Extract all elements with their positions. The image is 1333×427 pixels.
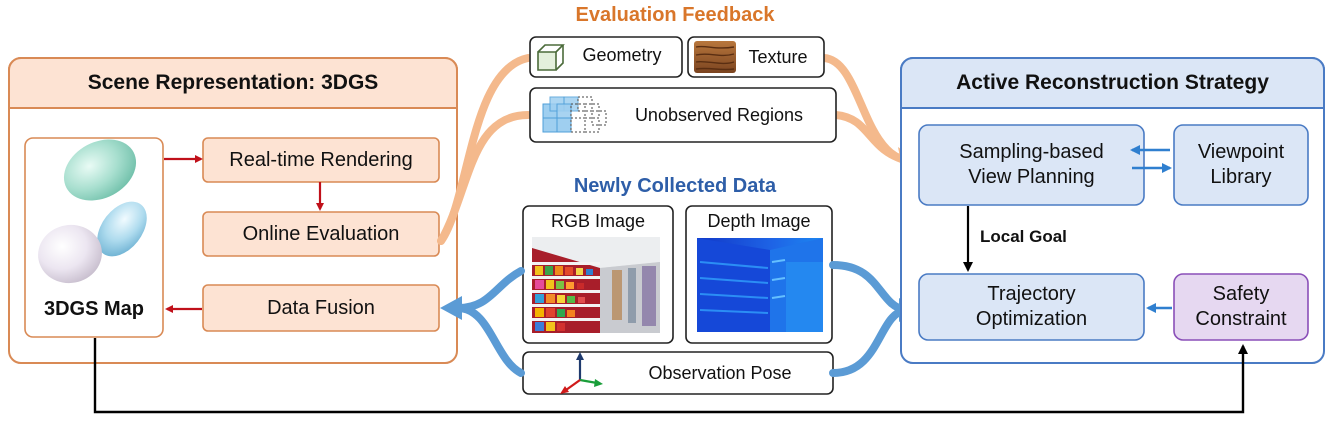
data-fusion-label: Data Fusion	[267, 296, 375, 319]
texture-label: Texture	[748, 46, 808, 67]
rgb-image-label: RGB Image	[550, 210, 646, 231]
data-flow-arrows	[454, 261, 909, 377]
local-goal-label: Local Goal	[980, 227, 1067, 247]
supermarket-rgb-image	[532, 237, 660, 333]
safety-constraint-box	[1173, 273, 1309, 341]
online-evaluation-label: Online Evaluation	[242, 222, 400, 245]
sampling-view-planning-box	[918, 124, 1145, 206]
feedback-flow-arrows	[437, 54, 909, 245]
viewpoint-line-2: Library	[1210, 166, 1272, 188]
traj-line-2: Optimization	[975, 308, 1088, 330]
depth-map-image	[697, 238, 823, 332]
newly-collected-data-title: Newly Collected Data	[573, 174, 777, 197]
data-fusion-arrowhead	[440, 296, 462, 320]
safety-line-1: Safety	[1212, 283, 1270, 305]
wood-texture-icon	[694, 41, 736, 73]
safety-line-2: Constraint	[1195, 308, 1287, 330]
trajectory-optimization-label: Trajectory Optimization	[919, 274, 1144, 340]
map-label: 3DGS Map	[43, 297, 145, 320]
geometry-box	[529, 36, 683, 78]
data-fusion-box	[202, 284, 440, 332]
viewpoint-library-box	[1173, 124, 1309, 206]
voxel-grid-icon	[542, 96, 607, 133]
unobserved-regions-box	[529, 87, 837, 143]
scene-panel-title: Scene Representation: 3DGS	[87, 70, 379, 94]
strategy-panel-title: Active Reconstruction Strategy	[956, 70, 1269, 94]
observation-pose-label: Observation Pose	[648, 362, 792, 383]
gaussian-ellipsoids-icon	[38, 139, 147, 284]
online-evaluation-box	[202, 211, 440, 257]
map-to-safety-loop-arrow	[93, 338, 1248, 414]
unobserved-regions-label: Unobserved Regions	[634, 104, 804, 125]
sampling-line-2: View Planning	[968, 166, 1095, 188]
viewpoint-line-1: Viewpoint	[1197, 141, 1285, 163]
traj-line-1: Trajectory	[987, 283, 1076, 305]
safety-constraint-label: Safety Constraint	[1174, 274, 1308, 340]
geometry-label: Geometry	[582, 44, 662, 65]
evaluation-feedback-title: Evaluation Feedback	[575, 3, 775, 26]
cube-icon	[537, 44, 565, 71]
sampling-line-1: Sampling-based	[959, 141, 1104, 163]
coordinate-axes-icon	[560, 352, 603, 394]
realtime-rendering-label: Real-time Rendering	[229, 148, 413, 171]
viewpoint-library-label: Viewpoint Library	[1174, 125, 1308, 205]
trajectory-optimization-box	[918, 273, 1145, 341]
sampling-view-planning-label: Sampling-based View Planning	[919, 125, 1144, 205]
depth-image-label: Depth Image	[707, 210, 811, 231]
